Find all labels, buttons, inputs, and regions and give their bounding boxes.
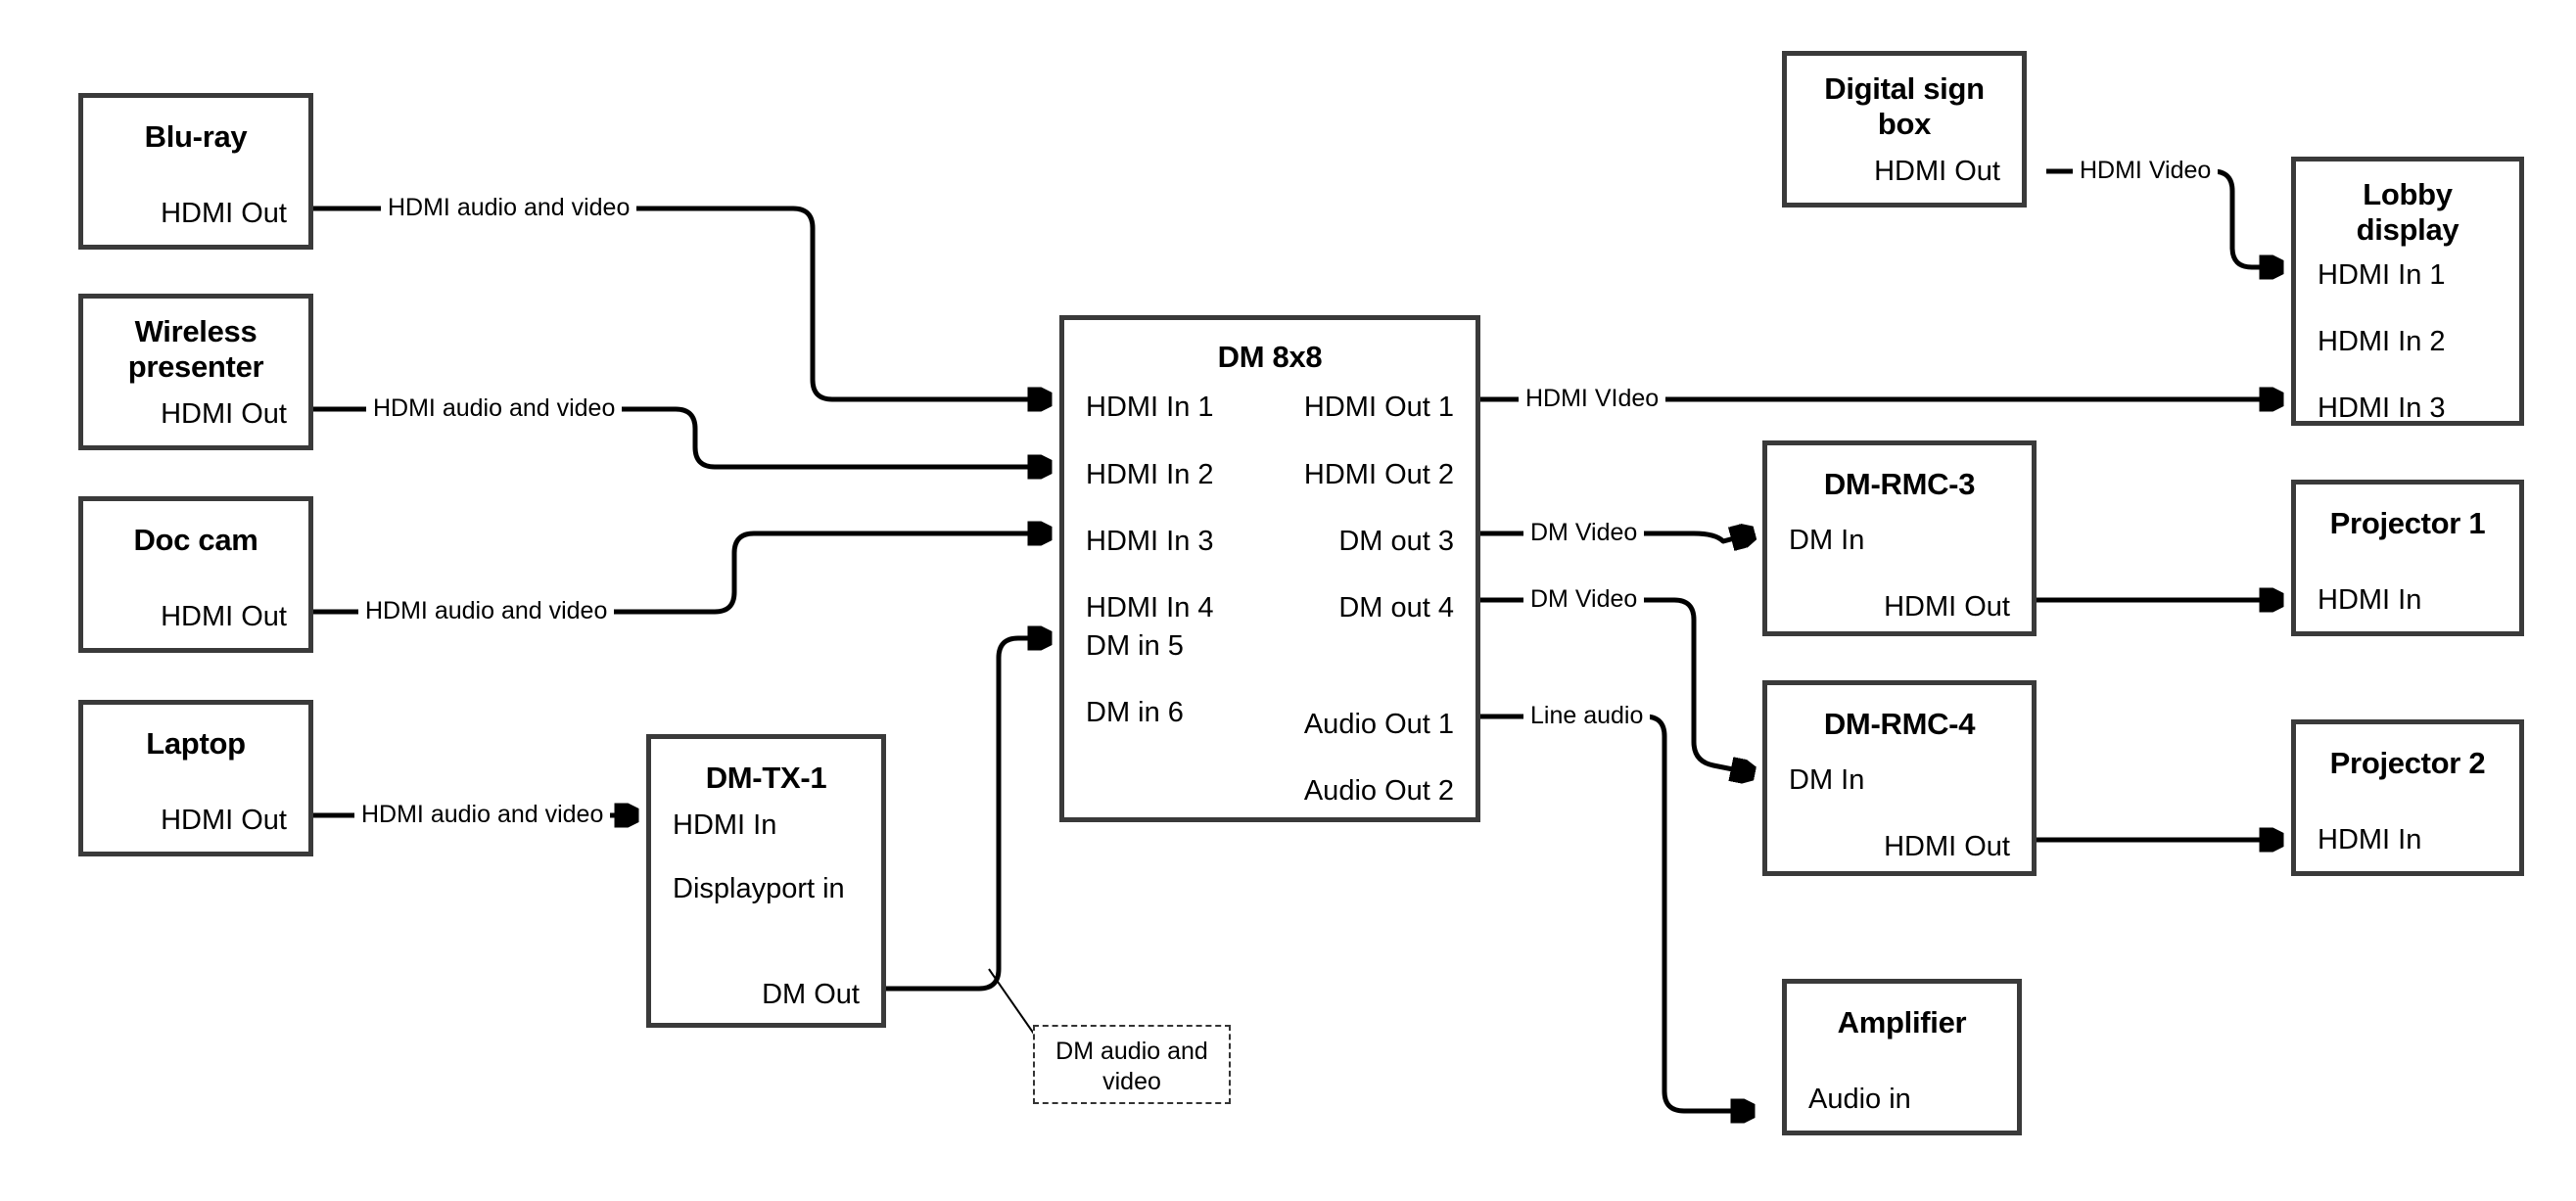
- projector1-title: Projector 1: [2329, 506, 2486, 540]
- bluray-port-hdmi-out: HDMI Out: [161, 198, 287, 229]
- dm8x8-output-audio-out-2: Audio Out 2: [1303, 775, 1454, 807]
- projector1-port-hdmi-in: HDMI In: [2318, 584, 2422, 616]
- dmtx1-port-hdmi-in: HDMI In: [673, 809, 777, 841]
- device-box-doc-cam[interactable]: Doc cam HDMI Out: [78, 496, 313, 653]
- wire-label-doccam: HDMI audio and video: [358, 599, 615, 624]
- lobby-title-line1: Lobby: [2363, 177, 2453, 211]
- dmrmc4-port-dm-in: DM In: [1789, 764, 1865, 796]
- wire-label-audio-out1: Line audio: [1523, 704, 1651, 728]
- laptop-port-hdmi-out: HDMI Out: [161, 805, 287, 836]
- wire-label-dm-out4: DM Video: [1523, 587, 1645, 612]
- dm8x8-input-hdmi-in-4: HDMI In 4: [1086, 592, 1214, 624]
- wireless-title-line1: Wireless: [134, 314, 258, 348]
- dm8x8-input-dm-in-6: DM in 6: [1086, 697, 1184, 728]
- amplifier-title: Amplifier: [1837, 1005, 1967, 1039]
- device-box-projector-2[interactable]: Projector 2 HDMI In: [2291, 719, 2524, 876]
- dm8x8-output-hdmi-out-1: HDMI Out 1: [1303, 392, 1454, 423]
- device-box-projector-1[interactable]: Projector 1 HDMI In: [2291, 480, 2524, 636]
- dm8x8-input-hdmi-in-2: HDMI In 2: [1086, 459, 1214, 490]
- lobby-title-line2: display: [2356, 212, 2459, 247]
- wire-label-bluray: HDMI audio and video: [381, 196, 637, 220]
- device-box-digital-sign-box[interactable]: Digital sign box HDMI Out: [1782, 51, 2027, 208]
- digitalsign-title-line1: Digital sign: [1824, 71, 1985, 106]
- annotation-line2: video: [1102, 1068, 1161, 1096]
- wireless-title-line2: presenter: [127, 349, 264, 384]
- dmrmc3-title: DM-RMC-3: [1823, 467, 1976, 501]
- doccam-title: Doc cam: [133, 523, 258, 557]
- lobby-input-hdmi-in-1: HDMI In 1: [2318, 259, 2446, 291]
- dmrmc4-port-hdmi-out: HDMI Out: [1884, 831, 2010, 862]
- bluray-title: Blu-ray: [144, 119, 248, 154]
- dm8x8-input-hdmi-in-1: HDMI In 1: [1086, 392, 1214, 423]
- dm8x8-input-hdmi-in-3: HDMI In 3: [1086, 526, 1214, 557]
- dm8x8-output-dm-out-4: DM out 4: [1338, 592, 1454, 624]
- dmrmc3-port-hdmi-out: HDMI Out: [1884, 591, 2010, 623]
- wire-label-sign-to-lobby: HDMI Video: [2073, 159, 2219, 183]
- digitalsign-port-hdmi-out: HDMI Out: [1874, 156, 2000, 187]
- dm8x8-input-dm-in-5: DM in 5: [1086, 630, 1184, 662]
- doccam-port-hdmi-out: HDMI Out: [161, 601, 287, 632]
- projector2-port-hdmi-in: HDMI In: [2318, 824, 2422, 855]
- device-box-dm-rmc-4[interactable]: DM-RMC-4 DM In HDMI Out: [1762, 680, 2037, 876]
- wire-dm8x8-audio1-to-amp: [1480, 714, 1753, 1111]
- dmtx1-port-dm-out: DM Out: [762, 979, 860, 1010]
- dm8x8-title: DM 8x8: [1217, 340, 1323, 374]
- digitalsign-title-line2: box: [1877, 107, 1932, 141]
- amplifier-port-audio-in: Audio in: [1808, 1084, 1911, 1115]
- lobby-input-hdmi-in-3: HDMI In 3: [2318, 393, 2446, 424]
- wire-label-laptop: HDMI audio and video: [354, 803, 611, 827]
- projector2-title: Projector 2: [2329, 746, 2486, 780]
- device-box-lobby-display[interactable]: Lobby display HDMI In 1 HDMI In 2 HDMI I…: [2291, 157, 2524, 426]
- dmtx1-port-displayport-in: Displayport in: [673, 873, 845, 904]
- wire-label-dm-out3: DM Video: [1523, 521, 1645, 545]
- wire-bluray-to-dm8x8: [313, 206, 1050, 399]
- dmtx1-title: DM-TX-1: [705, 761, 827, 795]
- wireless-port-hdmi-out: HDMI Out: [161, 398, 287, 430]
- device-box-laptop[interactable]: Laptop HDMI Out: [78, 700, 313, 856]
- wire-label-dm-out1: HDMI VIdeo: [1519, 387, 1666, 411]
- wire-dm8x8-out4-to-rmc4: [1480, 597, 1753, 773]
- dm8x8-output-audio-out-1: Audio Out 1: [1303, 709, 1454, 740]
- dmrmc3-port-dm-in: DM In: [1789, 525, 1865, 556]
- annotation-dm-audio-and-video: DM audio and video: [1033, 1025, 1231, 1104]
- device-box-amplifier[interactable]: Amplifier Audio in: [1782, 979, 2022, 1135]
- dm8x8-output-dm-out-3: DM out 3: [1338, 526, 1454, 557]
- device-box-dm-8x8[interactable]: DM 8x8 HDMI In 1 HDMI In 2 HDMI In 3 HDM…: [1059, 315, 1480, 822]
- wire-sign-to-lobby: [2046, 168, 2281, 267]
- annotation-line1: DM audio and: [1055, 1038, 1208, 1065]
- laptop-title: Laptop: [146, 726, 246, 761]
- wire-label-wireless: HDMI audio and video: [366, 396, 623, 421]
- wire-dmtx1-to-dm8x8: [886, 638, 1050, 992]
- lobby-input-hdmi-in-2: HDMI In 2: [2318, 326, 2446, 357]
- dm8x8-output-hdmi-out-2: HDMI Out 2: [1303, 459, 1454, 490]
- device-box-dm-rmc-3[interactable]: DM-RMC-3 DM In HDMI Out: [1762, 440, 2037, 636]
- device-box-bluray[interactable]: Blu-ray HDMI Out: [78, 93, 313, 250]
- device-box-dm-tx-1[interactable]: DM-TX-1 HDMI In Displayport in DM Out: [646, 734, 886, 1028]
- dmrmc4-title: DM-RMC-4: [1823, 707, 1976, 741]
- device-box-wireless-presenter[interactable]: Wireless presenter HDMI Out: [78, 294, 313, 450]
